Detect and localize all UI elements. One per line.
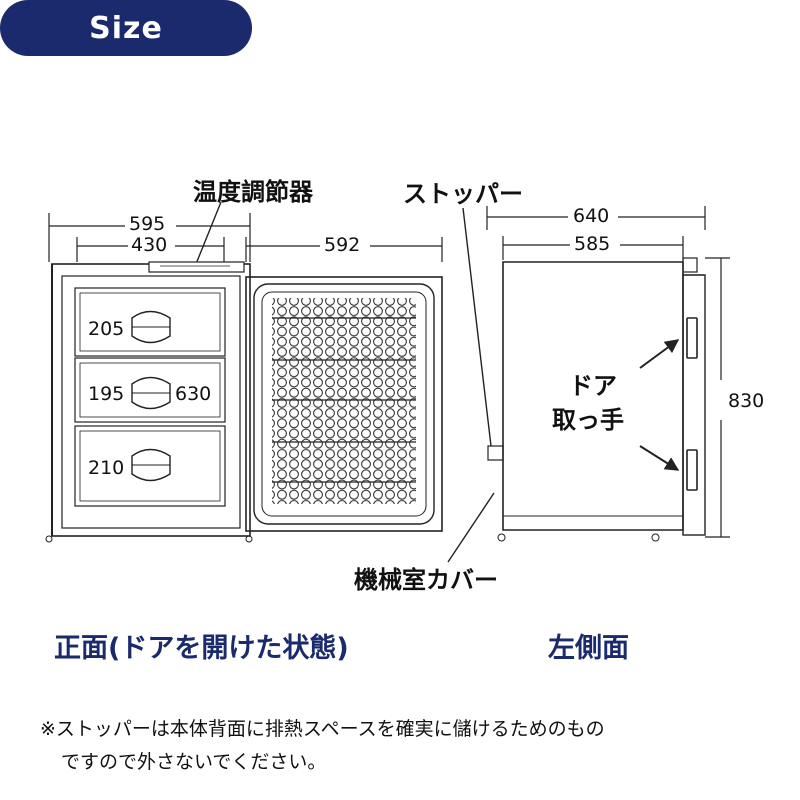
stopper-label: ストッパー <box>403 180 523 208</box>
dim-side-outer-depth: 640 <box>573 205 610 227</box>
size-title-pill: Size <box>0 0 252 56</box>
front-dimension-lines <box>48 213 443 262</box>
dim-side-inner-depth: 585 <box>574 233 611 255</box>
open-door <box>245 276 443 532</box>
handle-arrow-upper <box>639 339 680 369</box>
dim-inner-height: 630 <box>175 383 212 405</box>
side-cabinet <box>487 257 706 542</box>
side-view-caption: 左側面 <box>548 633 629 664</box>
dim-front-outer-width: 595 <box>129 213 166 235</box>
dim-front-inner-width: 430 <box>131 234 168 256</box>
dim-door-width: 592 <box>324 234 361 256</box>
front-view-caption: 正面(ドアを開けた状態) <box>54 633 349 664</box>
drawer-middle <box>74 357 226 423</box>
thermostat-label: 温度調節器 <box>193 178 313 206</box>
handle-label-line2: 取っ手 <box>552 406 624 434</box>
cover-leader-line <box>447 492 495 563</box>
footnote-line2: ですので外さないでください。 <box>61 751 327 773</box>
compressor-cover-label: 機械室カバー <box>354 566 498 594</box>
front-cabinet <box>45 261 253 543</box>
dim-drawer-top: 205 <box>88 318 125 340</box>
drawer-top <box>74 287 226 357</box>
dim-drawer-bottom: 210 <box>88 457 125 479</box>
side-dimension-lines <box>486 206 730 538</box>
thermostat-leader-line <box>195 201 222 265</box>
stopper-leader-line <box>462 207 492 447</box>
handle-label-line1: ドア <box>569 372 617 400</box>
drawer-bottom <box>74 425 226 507</box>
handle-arrow-lower <box>639 445 680 471</box>
dim-drawer-middle: 195 <box>88 383 125 405</box>
size-title: Size <box>89 10 163 46</box>
footnote-line1: ※ストッパーは本体背面に排熱スペースを確実に儲けるためのもの <box>40 718 605 740</box>
dim-height: 830 <box>728 390 765 412</box>
